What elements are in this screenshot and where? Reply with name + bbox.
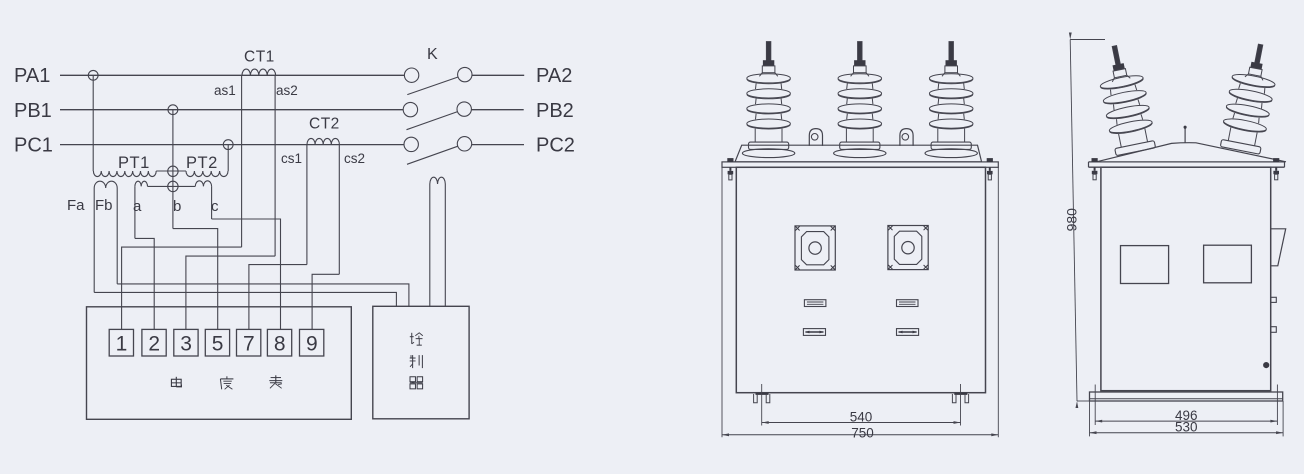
svg-text:9: 9 — [306, 333, 318, 356]
svg-text:980: 980 — [1063, 208, 1079, 232]
svg-text:496: 496 — [1175, 408, 1198, 423]
svg-text:c: c — [211, 198, 219, 215]
svg-text:cs2: cs2 — [344, 151, 365, 166]
svg-text:3: 3 — [180, 333, 192, 356]
svg-text:Fb: Fb — [95, 197, 113, 214]
svg-text:PA2: PA2 — [536, 65, 572, 87]
svg-text:PB2: PB2 — [536, 100, 574, 122]
svg-text:K: K — [427, 46, 438, 63]
svg-text:7: 7 — [243, 333, 255, 356]
svg-text:750: 750 — [851, 426, 874, 441]
svg-text:PC2: PC2 — [536, 135, 575, 157]
svg-text:PT1: PT1 — [118, 154, 150, 172]
svg-text:1: 1 — [116, 333, 128, 356]
svg-text:540: 540 — [850, 409, 873, 424]
svg-text:PT2: PT2 — [186, 154, 218, 172]
svg-text:Fa: Fa — [67, 197, 85, 214]
svg-text:cs1: cs1 — [281, 151, 302, 166]
svg-text:8: 8 — [274, 333, 286, 356]
svg-text:a: a — [133, 198, 142, 215]
svg-text:PB1: PB1 — [14, 100, 52, 122]
svg-text:CT1: CT1 — [244, 49, 275, 66]
svg-text:CT2: CT2 — [309, 116, 340, 133]
svg-text:b: b — [173, 198, 181, 215]
svg-text:as2: as2 — [276, 83, 298, 98]
svg-text:5: 5 — [212, 333, 224, 356]
svg-text:2: 2 — [148, 333, 160, 356]
svg-text:PA1: PA1 — [14, 65, 50, 87]
svg-text:530: 530 — [1175, 420, 1198, 435]
svg-text:PC1: PC1 — [14, 135, 53, 157]
svg-text:as1: as1 — [214, 83, 236, 98]
